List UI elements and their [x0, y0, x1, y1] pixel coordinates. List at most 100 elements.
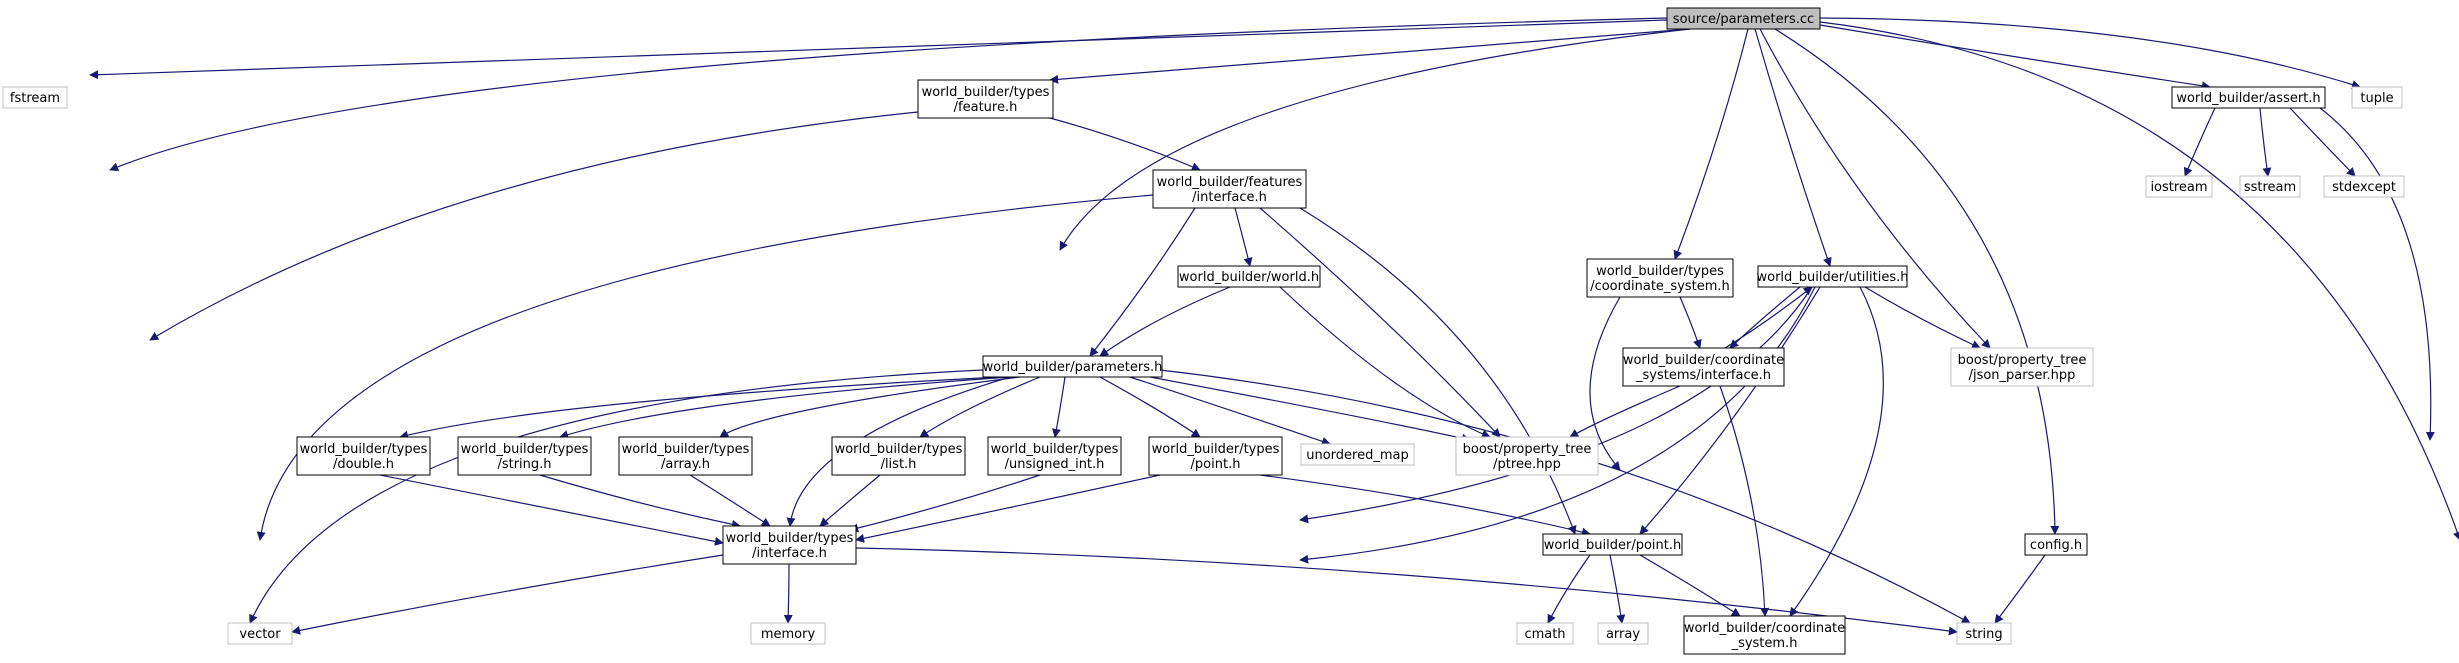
node-label: world_builder/types — [835, 442, 963, 457]
node-label: world_builder/world.h — [1179, 270, 1319, 285]
node-box — [1586, 258, 1734, 298]
node-label: world_builder/coordinate — [1684, 621, 1845, 636]
node-label: array — [1606, 627, 1640, 642]
edge-cs_interface-to-coordinate_system — [1719, 385, 1770, 617]
node-world[interactable]: world_builder/world.h — [1177, 265, 1321, 288]
edge-parameters_h-to-types_point — [1099, 376, 1201, 438]
node-box — [1516, 622, 1574, 645]
node-types-uint[interactable]: world_builder/types/unsigned_int.h — [987, 436, 1122, 476]
edge-root-to-config — [1774, 28, 2060, 535]
edge-cs_interface-to-utilities — [1724, 286, 1813, 349]
node-coordinate-system[interactable]: world_builder/coordinate_system.h — [1683, 615, 1846, 655]
node-ptree: boost/property_tree/ptree.hpp — [1455, 436, 1599, 476]
node-box — [2171, 86, 2326, 109]
edge-types_coord-to-types_interface — [1589, 296, 1621, 471]
node-box — [1542, 533, 1683, 556]
edge-types_uint-to-types_interface — [849, 474, 1041, 533]
node-config[interactable]: config.h — [2024, 533, 2088, 556]
node-utilities[interactable]: world_builder/utilities.h — [1756, 265, 1909, 288]
edge-point-to-cmath — [1547, 554, 1591, 624]
node-box — [982, 355, 1163, 378]
edge-assert-to-sstream — [2259, 107, 2272, 177]
node-stdexcept: stdexcept — [2323, 175, 2405, 198]
node-label: _system.h — [1731, 636, 1798, 651]
edge-types_interface-to-vector — [291, 554, 724, 635]
node-label: config.h — [2030, 538, 2082, 553]
node-box — [1757, 265, 1908, 288]
edge-parameters_h-to-types_string — [559, 376, 1011, 439]
node-types-string[interactable]: world_builder/types/string.h — [457, 436, 592, 476]
node-types-list[interactable]: world_builder/types/list.h — [831, 436, 966, 476]
node-label: /ptree.hpp — [1493, 457, 1561, 472]
node-label: /interface.h — [752, 546, 827, 561]
edge-types_list-to-types_interface — [819, 474, 881, 527]
node-box — [2145, 175, 2213, 198]
node-types-feature[interactable]: world_builder/types/feature.h — [917, 79, 1054, 119]
node-types-point[interactable]: world_builder/types/point.h — [1148, 436, 1283, 476]
node-memory: memory — [750, 622, 826, 645]
node-label: world_builder/types — [991, 442, 1119, 457]
node-fstream: fstream — [2, 86, 68, 109]
node-features-interface[interactable]: world_builder/features/interface.h — [1152, 169, 1307, 209]
node-cs-interface[interactable]: world_builder/coordinate_systems/interfa… — [1622, 347, 1785, 387]
node-box — [722, 525, 857, 565]
node-label: world_builder/features — [1157, 175, 1303, 190]
node-types-array[interactable]: world_builder/types/array.h — [618, 436, 753, 476]
edge-types_point-to-types_interface — [855, 474, 1161, 543]
node-box — [1950, 347, 2094, 387]
edge-parameters_h-to-unordered_map — [1129, 376, 1331, 446]
node-label: /feature.h — [954, 100, 1018, 115]
node-label: cmath — [1524, 627, 1565, 642]
edge-parameters_h-to-types_array — [719, 376, 1021, 438]
edge-types_point-to-point — [1259, 474, 1591, 537]
edge-types_interface-to-memory — [783, 563, 793, 624]
node-label: /unsigned_int.h — [1005, 457, 1105, 472]
edge-types_array-to-types_interface — [689, 474, 771, 527]
edge-root-to-json_parser — [1759, 28, 1991, 349]
edge-utilities-to-cs_interface — [1729, 286, 1801, 349]
node-parameters-h[interactable]: world_builder/parameters.h — [982, 355, 1163, 378]
node-label: world_builder/types — [622, 442, 750, 457]
node-box — [987, 436, 1122, 476]
node-label: world_builder/parameters.h — [983, 360, 1163, 375]
node-box — [750, 622, 826, 645]
node-label: /double.h — [333, 457, 394, 472]
node-label: /array.h — [661, 457, 710, 472]
node-box — [457, 436, 592, 476]
node-types-double[interactable]: world_builder/types/double.h — [296, 436, 431, 476]
node-label: world_builder/types — [300, 442, 428, 457]
node-box — [2024, 533, 2088, 556]
edge-features_interface-to-parameters_h — [1089, 207, 1196, 357]
node-label: /point.h — [1191, 457, 1241, 472]
node-types-interface[interactable]: world_builder/types/interface.h — [722, 525, 857, 565]
node-box — [1683, 615, 1846, 655]
node-label: iostream — [2150, 180, 2207, 195]
node-label: fstream — [10, 91, 60, 106]
edge-types_feature-to-features_interface — [1049, 117, 1201, 171]
edge-point-to-array — [1609, 554, 1626, 624]
edge-root-to-string — [1819, 21, 2459, 541]
edge-features_interface-to-point — [1299, 207, 1577, 535]
node-label: /list.h — [881, 457, 917, 472]
edge-features_interface-to-vector — [256, 194, 1154, 541]
node-assert[interactable]: world_builder/assert.h — [2171, 86, 2326, 109]
edge-types_feature-to-types_interface — [149, 111, 919, 341]
node-label: stdexcept — [2332, 180, 2396, 195]
node-types-coord[interactable]: world_builder/types/coordinate_system.h — [1586, 258, 1734, 298]
node-box — [1300, 443, 1415, 466]
edge-root-to-vector — [109, 17, 1668, 172]
node-label: world_builder/utilities.h — [1756, 270, 1908, 285]
node-box — [1597, 622, 1649, 645]
node-sstream: sstream — [2239, 175, 2301, 198]
edge-features_interface-to-ptree — [1259, 207, 1501, 438]
node-label: /interface.h — [1192, 190, 1267, 205]
node-point[interactable]: world_builder/point.h — [1542, 533, 1683, 556]
node-box — [2239, 175, 2301, 198]
edge-assert-to-stdexcept — [2289, 107, 2356, 177]
node-iostream: iostream — [2145, 175, 2213, 198]
node-root[interactable]: source/parameters.cc — [1666, 7, 1821, 30]
node-box — [1666, 7, 1821, 30]
edge-types_coord-to-cs_interface — [1679, 296, 1702, 349]
edge-root-to-tuple — [1819, 17, 2361, 89]
